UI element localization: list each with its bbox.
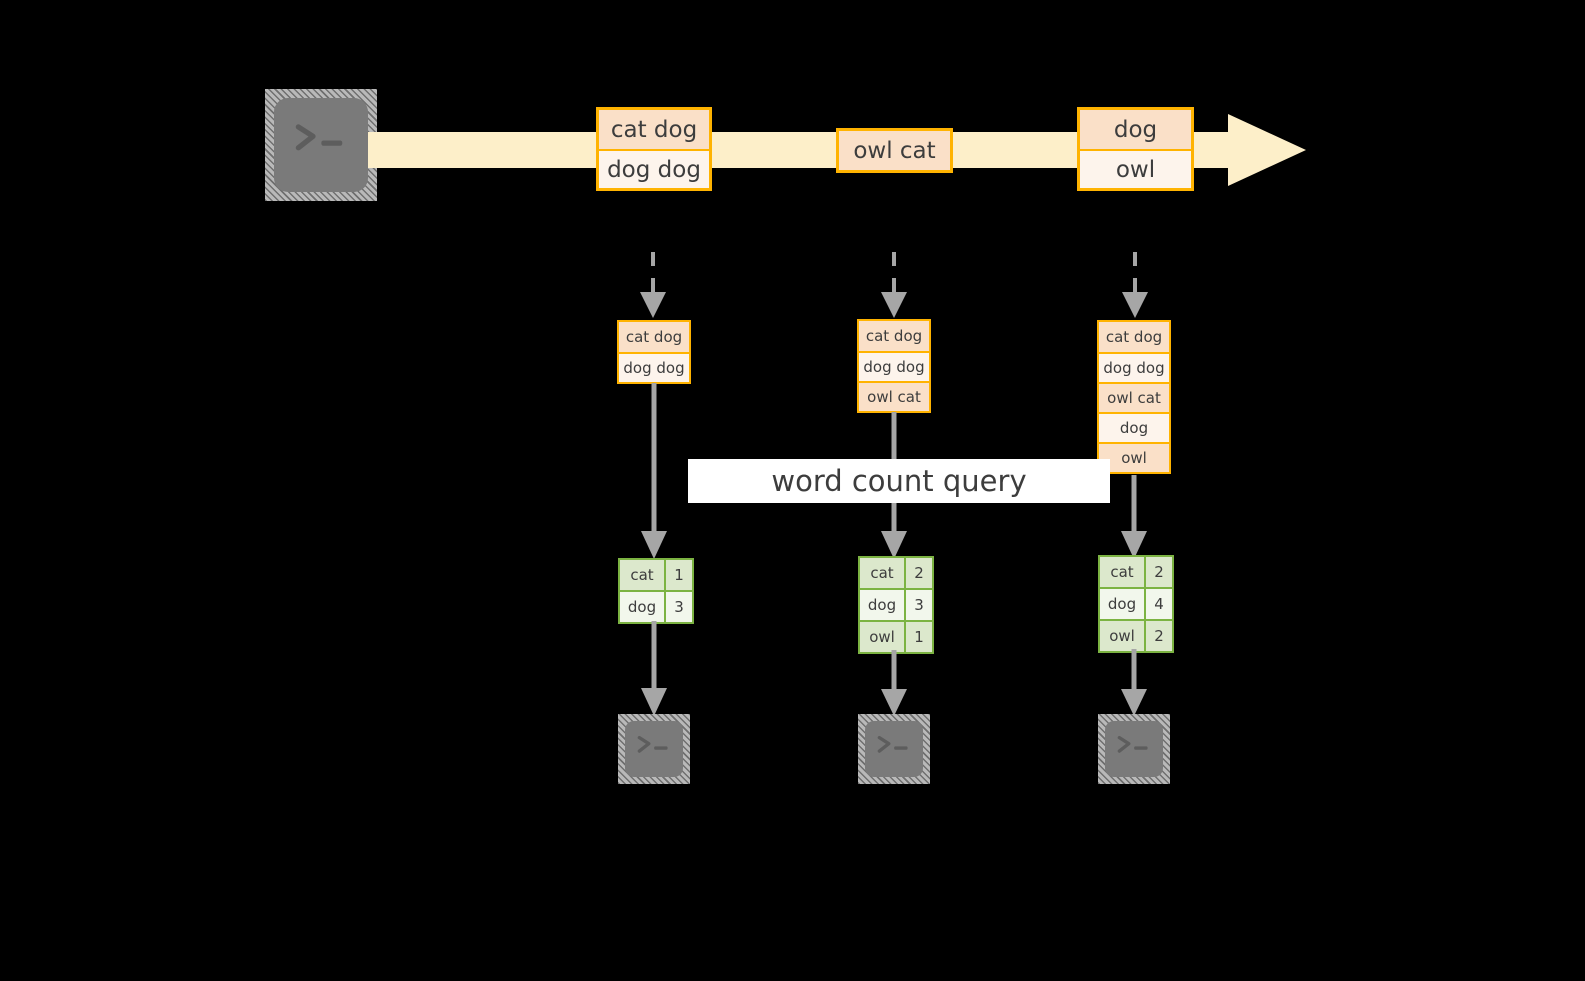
result-count-cell: 4 (1144, 589, 1172, 619)
result-word-cell: owl (1100, 621, 1144, 651)
result-word-cell: cat (1100, 557, 1144, 587)
accumulated-message-row: cat dog (619, 322, 689, 352)
snapshot-1-sink-connector (639, 621, 669, 717)
snapshot-1-accumulated-messages: cat dog dog dog (617, 320, 691, 384)
accumulated-message-row: owl cat (859, 381, 929, 411)
table-row: owl 1 (860, 620, 932, 652)
terminal-prompt-glyph (290, 116, 353, 161)
accumulated-message-row: cat dog (1099, 322, 1169, 352)
stream-message-row: cat dog (599, 110, 709, 149)
accumulated-message-row: dog dog (619, 352, 689, 382)
result-word-cell: dog (860, 590, 904, 620)
snapshot-3-result-table: cat 2 dog 4 owl 2 (1098, 555, 1174, 653)
stream-message-3: dog owl (1077, 107, 1194, 191)
source-terminal-icon (265, 89, 377, 201)
accumulated-message-row: owl cat (1099, 382, 1169, 412)
table-row: cat 2 (860, 558, 932, 588)
accumulated-message-row: dog (1099, 412, 1169, 442)
table-row: cat 2 (1100, 557, 1172, 587)
stream-message-row: owl cat (839, 131, 950, 170)
snapshot-2-result-table: cat 2 dog 3 owl 1 (858, 556, 934, 654)
table-row: dog 3 (620, 590, 692, 622)
snapshot-3-sink-connector (1119, 649, 1149, 717)
result-count-cell: 1 (664, 560, 692, 590)
result-count-cell: 2 (1144, 621, 1172, 651)
table-row: cat 1 (620, 560, 692, 590)
result-count-cell: 1 (904, 622, 932, 652)
accumulated-message-row: cat dog (859, 321, 929, 351)
terminal-body (1105, 721, 1163, 777)
snapshot-1-dashed-connector (638, 252, 668, 320)
terminal-body (865, 721, 923, 777)
stream-message-2: owl cat (836, 128, 953, 173)
accumulated-message-row: owl (1099, 442, 1169, 472)
result-count-cell: 3 (664, 592, 692, 622)
snapshot-3-accumulated-messages: cat dog dog dog owl cat dog owl (1097, 320, 1171, 474)
snapshot-3-sink-terminal-icon (1098, 714, 1170, 784)
table-row: dog 3 (860, 588, 932, 620)
result-word-cell: cat (860, 558, 904, 588)
stream-message-row: dog dog (599, 149, 709, 188)
stream-message-1: cat dog dog dog (596, 107, 712, 191)
result-word-cell: cat (620, 560, 664, 590)
terminal-prompt-glyph (874, 731, 914, 759)
snapshot-2-sink-connector (879, 650, 909, 717)
snapshot-2-sink-terminal-icon (858, 714, 930, 784)
terminal-body (625, 721, 683, 777)
terminal-body (274, 98, 368, 192)
snapshot-1-sink-terminal-icon (618, 714, 690, 784)
table-row: dog 4 (1100, 587, 1172, 619)
accumulated-message-row: dog dog (859, 351, 929, 381)
result-word-cell: dog (620, 592, 664, 622)
accumulated-message-row: dog dog (1099, 352, 1169, 382)
result-count-cell: 2 (1144, 557, 1172, 587)
query-banner-label: word count query (771, 464, 1027, 498)
stream-message-row: dog (1080, 110, 1191, 149)
result-word-cell: owl (860, 622, 904, 652)
snapshot-2-dashed-connector (879, 252, 909, 320)
table-row: owl 2 (1100, 619, 1172, 651)
snapshot-3-query-connector (1119, 475, 1149, 560)
terminal-prompt-glyph (1114, 731, 1154, 759)
terminal-prompt-glyph (634, 731, 674, 759)
stream-message-row: owl (1080, 149, 1191, 188)
result-count-cell: 3 (904, 590, 932, 620)
snapshot-1-query-connector (639, 383, 669, 560)
snapshot-1-result-table: cat 1 dog 3 (618, 558, 694, 624)
result-word-cell: dog (1100, 589, 1144, 619)
query-banner: word count query (688, 459, 1110, 503)
snapshot-3-dashed-connector (1120, 252, 1150, 320)
snapshot-2-accumulated-messages: cat dog dog dog owl cat (857, 319, 931, 413)
result-count-cell: 2 (904, 558, 932, 588)
